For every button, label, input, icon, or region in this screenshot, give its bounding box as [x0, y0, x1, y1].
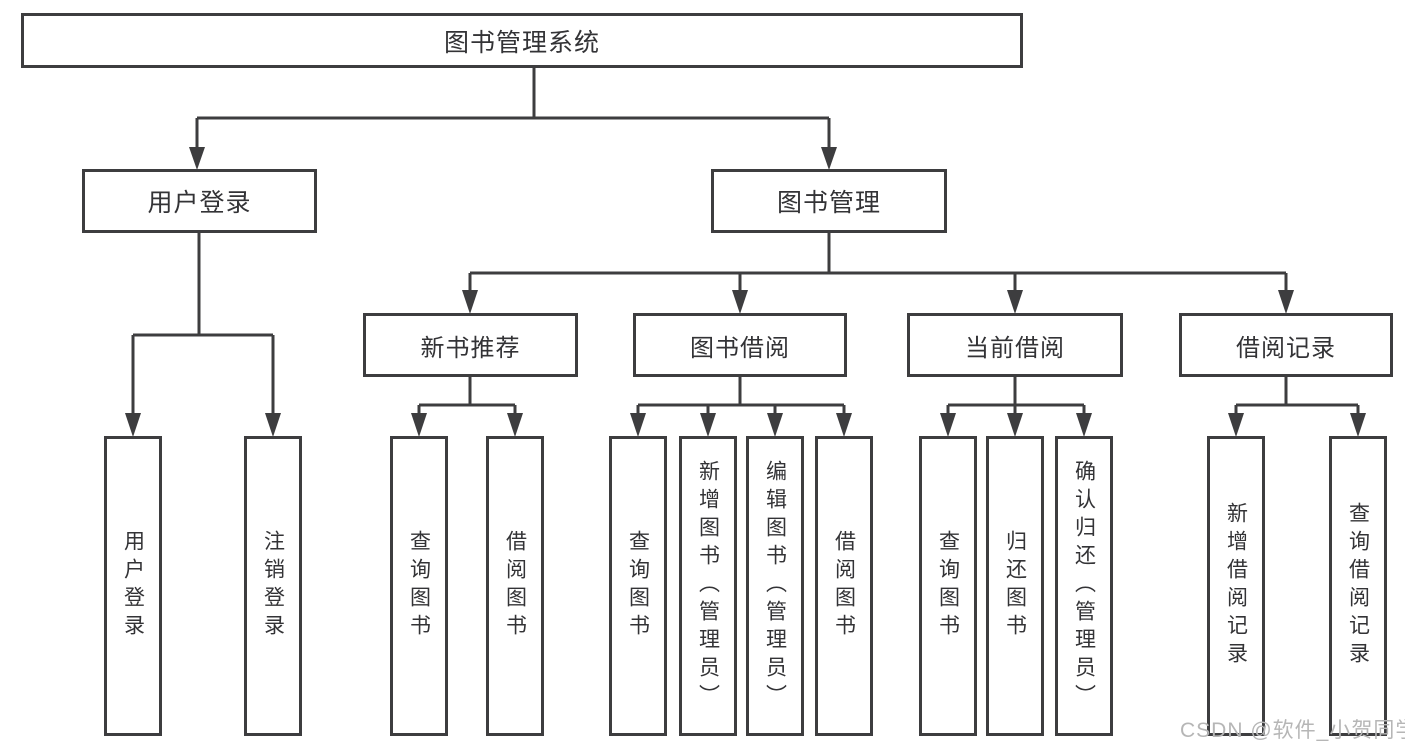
leaf-query-books-recommend: 查询图书 — [390, 436, 448, 736]
leaf-edit-book-admin: 编辑图书（管理员） — [746, 436, 804, 736]
leaf-query-books-borrow: 查询图书 — [609, 436, 667, 736]
leaf-add-book-admin: 新增图书（管理员） — [679, 436, 737, 736]
node-borrow-records: 借阅记录 — [1179, 313, 1393, 377]
node-new-book-recommend: 新书推荐 — [363, 313, 578, 377]
leaf-add-borrow-record-label: 新增借阅记录 — [1224, 502, 1248, 670]
leaf-query-books-current-label: 查询图书 — [936, 530, 960, 642]
leaf-borrow-books-label: 借阅图书 — [832, 530, 856, 642]
leaf-edit-book-admin-label: 编辑图书（管理员） — [763, 460, 787, 712]
leaf-borrow-books-recommend: 借阅图书 — [486, 436, 544, 736]
leaf-add-borrow-record: 新增借阅记录 — [1207, 436, 1265, 736]
leaf-return-books-label: 归还图书 — [1003, 530, 1027, 642]
leaf-query-books-borrow-label: 查询图书 — [626, 530, 650, 642]
leaf-query-books-recommend-label: 查询图书 — [407, 530, 431, 642]
leaf-add-book-admin-label: 新增图书（管理员） — [696, 460, 720, 712]
leaf-user-login: 用户登录 — [104, 436, 162, 736]
leaf-logout: 注销登录 — [244, 436, 302, 736]
csdn-watermark: CSDN @软件_小贺同学 — [1180, 719, 1405, 742]
node-book-management-branch: 图书管理 — [711, 169, 947, 233]
leaf-query-borrow-record: 查询借阅记录 — [1329, 436, 1387, 736]
leaf-borrow-books: 借阅图书 — [815, 436, 873, 736]
leaf-borrow-books-recommend-label: 借阅图书 — [503, 530, 527, 642]
leaf-user-login-label: 用户登录 — [121, 530, 145, 642]
leaf-confirm-return-admin-label: 确认归还（管理员） — [1072, 460, 1096, 712]
leaf-confirm-return-admin: 确认归还（管理员） — [1055, 436, 1113, 736]
node-user-login-branch: 用户登录 — [82, 169, 317, 233]
arrowheads — [125, 147, 1366, 437]
leaf-query-books-current: 查询图书 — [919, 436, 977, 736]
leaf-return-books: 归还图书 — [986, 436, 1044, 736]
node-library-system: 图书管理系统 — [21, 13, 1023, 68]
node-book-borrow: 图书借阅 — [633, 313, 847, 377]
leaf-logout-label: 注销登录 — [261, 530, 285, 642]
node-current-borrow: 当前借阅 — [907, 313, 1123, 377]
leaf-query-borrow-record-label: 查询借阅记录 — [1346, 502, 1370, 670]
